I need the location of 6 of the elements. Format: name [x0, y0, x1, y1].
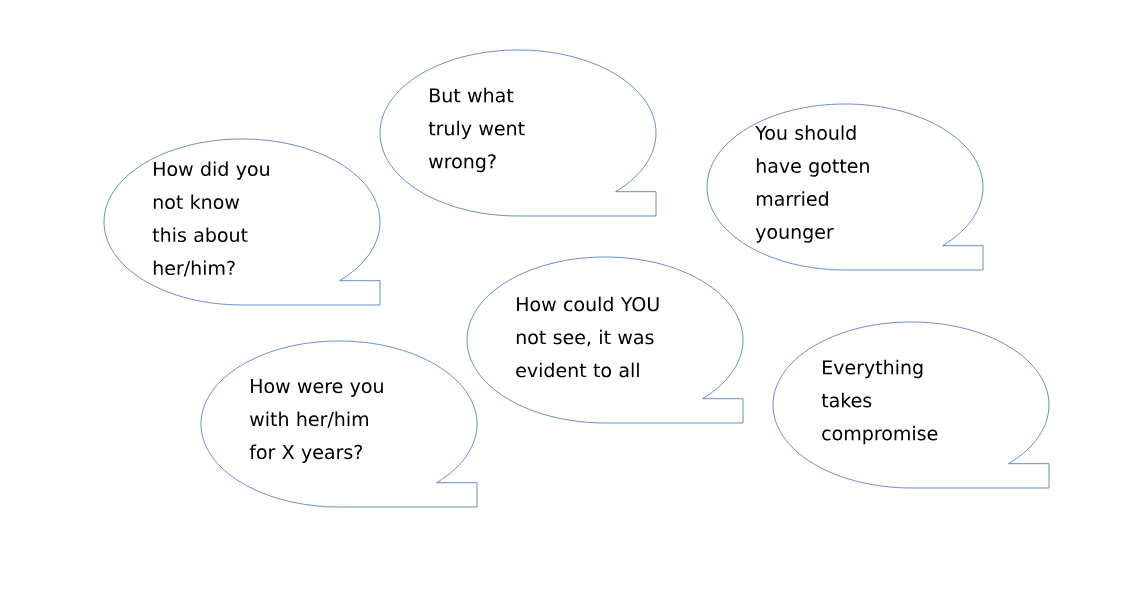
speech-bubble: But what truly went wrong? — [379, 49, 657, 217]
speech-bubble: How were you with her/him for X years? — [200, 340, 478, 508]
speech-bubble: How could YOU not see, it was evident to all — [466, 256, 744, 424]
speech-bubble: You should have gotten married younger — [706, 103, 984, 271]
speech-bubble: Everything takes compromise — [772, 321, 1050, 489]
speech-bubble: How did you not know this about her/him? — [103, 138, 381, 306]
